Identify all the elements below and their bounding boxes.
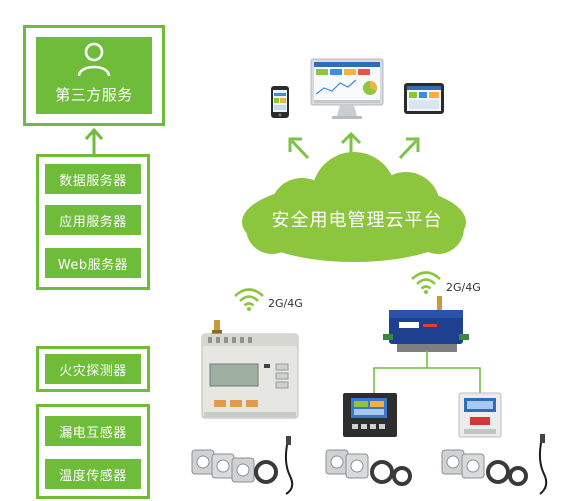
current-transformer-icon: [441, 449, 528, 486]
app-server-box: 应用服务器: [45, 205, 141, 235]
current-transformer-icon: [325, 449, 412, 486]
current-transformer-icon: [191, 449, 278, 484]
third-party-service-box: 第三方服务: [36, 37, 152, 114]
din-rail-detector-device: [458, 392, 502, 438]
wifi-signal-left-icon: [234, 288, 264, 311]
cloud-platform-label: 安全用电管理云平台: [271, 210, 443, 231]
temperature-sensor-box: 温度传感器: [45, 459, 141, 489]
third-party-label: 第三方服务: [55, 86, 133, 104]
network-label-right: 2G/4G: [446, 281, 481, 294]
leakage-sensor-box: 漏电互感器: [45, 416, 141, 446]
up-arrow-icon: [84, 127, 104, 155]
sensor-group-middle: [325, 449, 412, 486]
sensor-group-left: [191, 436, 294, 495]
temperature-sensor-label: 温度传感器: [59, 468, 127, 484]
fire-detector-label: 火灾探测器: [59, 363, 127, 379]
data-server-box: 数据服务器: [45, 164, 141, 194]
desktop-monitor-icon: [310, 58, 384, 119]
cloud-shape: [242, 152, 466, 262]
data-server-label: 数据服务器: [59, 173, 127, 189]
fire-detector-box: 火灾探测器: [45, 354, 141, 384]
wifi-signal-right-icon: [411, 271, 441, 294]
sensor-group-right: [441, 434, 548, 495]
tablet-icon: [404, 83, 444, 114]
leakage-sensor-label: 漏电互感器: [59, 425, 127, 441]
app-server-label: 应用服务器: [59, 214, 127, 230]
gateway-connection-lines: [373, 350, 481, 394]
user-icon: [77, 42, 111, 77]
power-meter-device: [343, 393, 397, 437]
web-server-box: Web服务器: [45, 248, 141, 278]
right-up-arrow-icon: [398, 137, 420, 160]
dtu-gateway-device: [383, 296, 469, 352]
left-up-arrow-icon: [288, 137, 310, 160]
web-server-label: Web服务器: [57, 257, 129, 273]
temperature-probe-icon: [538, 434, 548, 495]
upload-arrows: [288, 131, 420, 160]
smartphone-icon: [271, 86, 289, 118]
network-label-left: 2G/4G: [268, 297, 303, 310]
temperature-probe-icon: [284, 436, 294, 495]
monitoring-meter-device: [201, 320, 299, 419]
